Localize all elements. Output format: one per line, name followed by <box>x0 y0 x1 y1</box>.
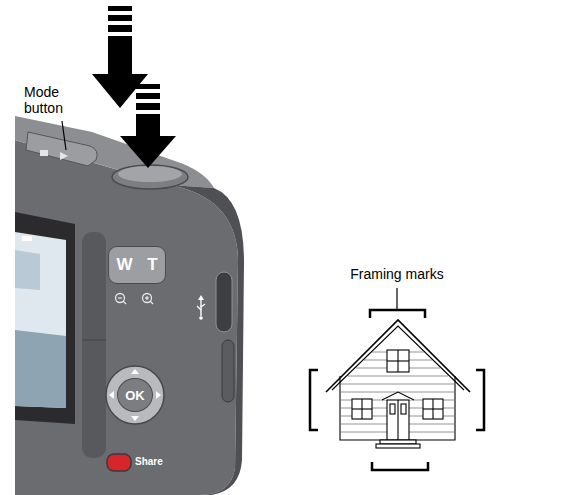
house-drawing <box>376 444 420 448</box>
press-arrow <box>92 6 176 168</box>
usb-port <box>198 295 204 300</box>
house-drawing <box>352 399 372 419</box>
usb-port <box>197 272 234 402</box>
share-button <box>107 454 131 471</box>
house-drawing <box>341 384 454 385</box>
house-drawing <box>326 320 470 392</box>
press-arrow <box>108 15 132 21</box>
leader-line <box>62 121 397 309</box>
lcd-screen <box>15 212 75 424</box>
usb-port <box>197 306 201 310</box>
mode-button <box>26 132 97 166</box>
zoom-icons <box>118 297 122 298</box>
button-panel <box>82 340 106 341</box>
house-drawing <box>340 376 455 440</box>
house-drawing <box>401 404 406 414</box>
shutter-button <box>112 165 188 189</box>
share-button <box>107 454 131 471</box>
lcd-screen <box>15 212 75 424</box>
lcd-screen <box>15 232 66 408</box>
press-arrow <box>136 114 160 138</box>
framing-bracket <box>372 462 428 470</box>
framing-bracket <box>310 310 484 470</box>
usb-port <box>222 340 234 402</box>
mode-button <box>26 132 97 166</box>
house-drawing <box>387 350 409 372</box>
house-drawing <box>397 400 398 440</box>
direction-pad <box>131 416 139 421</box>
shutter-button <box>112 165 188 189</box>
framing-bracket <box>476 370 484 430</box>
press-arrow <box>108 6 132 11</box>
mode-button <box>60 152 68 160</box>
framing-bracket <box>370 310 425 318</box>
part-label: Framing marks <box>335 266 459 282</box>
shutter-button <box>118 166 182 182</box>
usb-port <box>216 272 232 332</box>
house-drawing <box>390 404 395 414</box>
house-drawing <box>387 360 409 361</box>
direction-pad <box>156 391 161 399</box>
direction-pad <box>106 366 164 424</box>
press-arrow <box>92 74 148 108</box>
press-arrow <box>136 103 160 110</box>
lcd-screen <box>15 250 40 290</box>
press-arrow <box>108 36 132 76</box>
lcd-screen <box>22 236 32 241</box>
direction-pad <box>131 369 139 374</box>
press-arrow <box>136 93 160 99</box>
zoom-button: WT <box>108 246 166 284</box>
button-label: T <box>147 255 157 275</box>
house-drawing <box>423 399 443 419</box>
camera-body <box>15 116 244 495</box>
mode-button <box>40 150 48 156</box>
camera-body <box>15 116 214 188</box>
direction-pad <box>109 391 114 399</box>
press-arrow <box>108 25 132 32</box>
house-drawing <box>387 400 409 440</box>
direction-pad <box>106 366 164 424</box>
house-drawing <box>380 440 416 444</box>
button-label: OK <box>125 388 145 403</box>
house-drawing <box>423 408 443 409</box>
leader-line <box>396 288 397 309</box>
leader-line <box>62 121 66 150</box>
button-panel <box>82 232 106 458</box>
house-drawing <box>348 376 448 377</box>
zoom-icons <box>146 296 147 300</box>
usb-port <box>201 304 205 307</box>
house-drawing <box>352 408 372 409</box>
house-drawing <box>382 392 414 400</box>
ok-button: OK <box>117 378 153 412</box>
usb-port <box>199 316 203 320</box>
press-arrow <box>120 136 176 168</box>
zoom-icons <box>123 301 126 304</box>
house-drawing <box>332 326 464 390</box>
press-arrow <box>136 84 160 89</box>
button-label: W <box>116 255 132 275</box>
zoom-icons <box>116 294 154 305</box>
zoom-icons <box>150 301 153 304</box>
lcd-screen <box>15 330 66 408</box>
framing-bracket <box>310 370 318 430</box>
button-label: Share <box>135 456 175 468</box>
button-panel <box>82 232 106 458</box>
house-drawing <box>326 320 470 448</box>
camera-body <box>170 185 244 495</box>
part-label: Mode button <box>24 84 86 116</box>
